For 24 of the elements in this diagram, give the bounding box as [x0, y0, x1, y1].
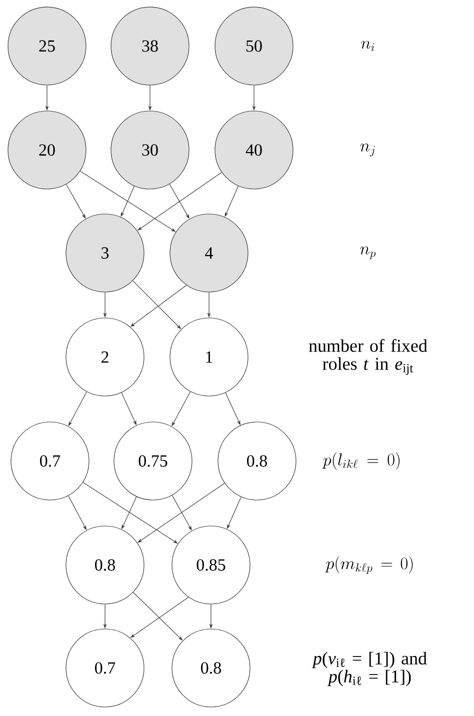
row-label: $p(m_{k\ell p} = 0)$	[325, 556, 413, 574]
circle-node: 0.75	[114, 422, 192, 500]
circle-node: 40	[214, 110, 294, 190]
circle-node: 0.7	[10, 422, 90, 500]
circle-node: 2	[66, 318, 144, 396]
row-label: $n_j$	[360, 144, 375, 156]
circle-node: 25	[8, 6, 86, 86]
circle-node: 20	[8, 110, 86, 190]
circle-node: 3	[66, 214, 144, 292]
circle-node: 0.8	[172, 628, 250, 708]
row-label: p(v$_{iℓ}$ = [1]) and p(h$_{iℓ}$ = [1])	[312, 652, 427, 686]
circle-node: 38	[110, 6, 190, 86]
circle-node: 30	[110, 110, 190, 190]
row-label: $n_p$	[360, 246, 376, 260]
circle-node: 50	[214, 6, 294, 86]
circle-node: 0.7	[66, 628, 144, 708]
row-label: $p(l_{ik\ell} = 0)$	[322, 452, 400, 470]
circle-node: 0.8	[218, 422, 296, 500]
circle-node: 4	[170, 214, 248, 292]
circle-node: 0.85	[172, 526, 250, 604]
row-label: number of fixed roles t in e$_{ijt}$	[308, 339, 428, 375]
circle-node: 0.8	[66, 526, 144, 604]
circle-node: 1	[170, 318, 248, 396]
row-label: $n_i$	[361, 40, 374, 52]
